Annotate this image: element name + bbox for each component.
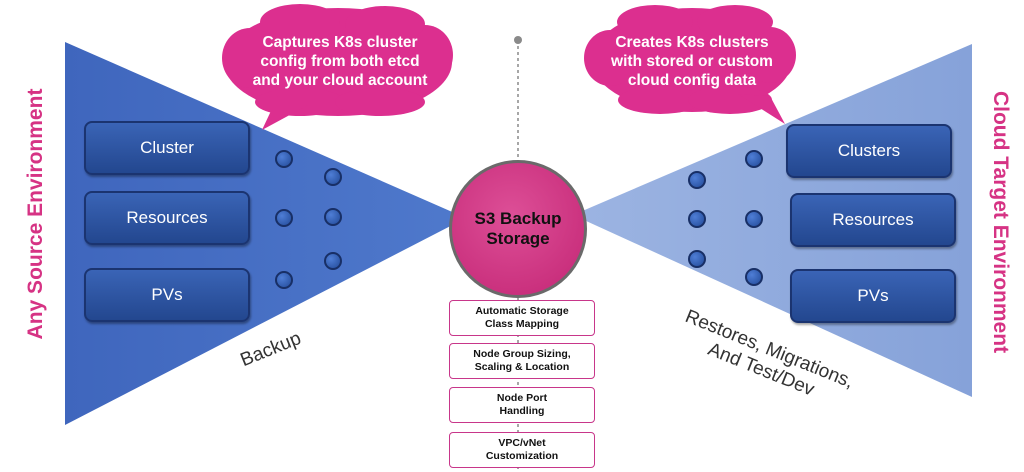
right-bubble-line: with stored or custom: [611, 53, 773, 70]
source-pvs-box: PVs: [84, 268, 250, 322]
right-speech-bubble: [584, 5, 796, 124]
source-node-dot: [275, 271, 293, 289]
feature-line: Class Mapping: [484, 318, 560, 330]
target-node-dot: [688, 250, 706, 268]
feature-line: Scaling & Location: [474, 361, 570, 373]
target-pvs-box: PVs: [790, 269, 956, 323]
target-node-dot: [745, 268, 763, 286]
target-node-dot: [745, 150, 763, 168]
source-node-dot: [275, 150, 293, 168]
feature-line: Node Port: [496, 392, 548, 404]
feature-line: Customization: [485, 450, 559, 462]
storage-title-line: S3 Backup: [474, 209, 562, 228]
right-bubble-line: Creates K8s clusters: [615, 34, 769, 51]
source-resources-box: Resources: [84, 191, 250, 245]
target-environment-label: Cloud Target Environment: [989, 90, 1012, 354]
feature-line: Handling: [499, 405, 545, 417]
left-speech-bubble: [222, 4, 453, 130]
source-node-dot: [324, 168, 342, 186]
target-node-dot: [688, 210, 706, 228]
target-resources-box: Resources: [790, 193, 956, 247]
source-node-dot: [324, 252, 342, 270]
target-node-dot: [745, 210, 763, 228]
target-node-dot: [688, 171, 706, 189]
s3-backup-storage-circle: S3 Backup Storage: [449, 160, 587, 298]
feature-line: Node Group Sizing,: [473, 348, 571, 360]
storage-title-line: Storage: [486, 229, 550, 248]
feature-line: VPC/vNet: [498, 437, 546, 449]
left-bubble-line: Captures K8s cluster: [262, 34, 418, 51]
source-node-dot: [324, 208, 342, 226]
source-environment-label: Any Source Environment: [24, 88, 47, 340]
feature-line: Automatic Storage: [475, 305, 569, 317]
right-bubble-line: cloud config data: [627, 72, 757, 89]
source-node-dot: [275, 209, 293, 227]
target-clusters-box: Clusters: [786, 124, 952, 178]
left-bubble-line: and your cloud account: [252, 72, 428, 89]
feature-node-group-sizing: Node Group Sizing,Scaling & Location: [449, 343, 595, 379]
s3-backup-storage-title: S3 Backup Storage: [463, 209, 573, 249]
left-bubble-line: config from both etcd: [260, 53, 420, 70]
source-cluster-box: Cluster: [84, 121, 250, 175]
connector-dot: [514, 36, 522, 44]
right-bubble-text: Creates K8s clusters with stored or cust…: [598, 33, 786, 90]
left-bubble-text: Captures K8s cluster config from both et…: [240, 33, 440, 90]
